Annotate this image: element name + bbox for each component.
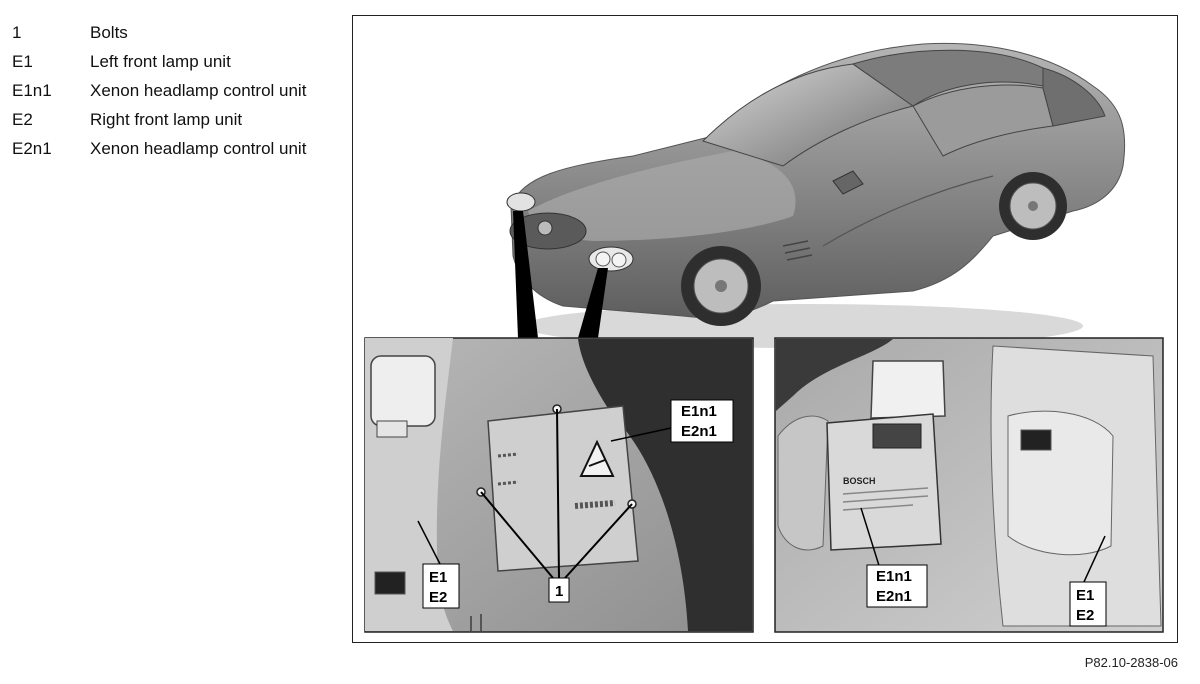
callout-lamp-top-right: E1 [1076, 587, 1094, 604]
figure-frame: E1n1 E2n1 E1 E2 1 BOSCH [352, 15, 1178, 643]
lamp-leader-left [417, 520, 441, 565]
warning-triangle-icon [579, 439, 615, 477]
callout-control-unit-bottom-right: E2n1 [876, 588, 912, 605]
car-hood [528, 151, 796, 241]
car-emblem [537, 220, 553, 236]
legend-row: E1n1 Xenon headlamp control unit [12, 76, 306, 105]
figure-reference-code: P82.10-2838-06 [1084, 655, 1178, 670]
legend-code: E2 [12, 109, 33, 129]
car-mirror [832, 170, 864, 195]
car-rear-window [1042, 67, 1106, 127]
callout-bolts: 1 [555, 583, 563, 600]
brand-label: BOSCH [843, 476, 876, 486]
car-rear-wheel [999, 172, 1067, 240]
legend-description: Xenon headlamp control unit [90, 80, 307, 100]
car-side-vent [782, 240, 813, 261]
legend-description: Right front lamp unit [90, 109, 243, 129]
callout-lamp-top-left: E1 [429, 569, 447, 586]
legend-code: 1 [12, 22, 22, 42]
figure-illustration: E1n1 E2n1 E1 E2 1 BOSCH [364, 42, 1164, 633]
pointer-wedge-left [513, 211, 538, 338]
pointer-wedge-right [578, 268, 608, 338]
legend-code: E1 [12, 51, 33, 71]
legend-description: Xenon headlamp control unit [90, 138, 307, 158]
label-box-control-unit-left [670, 399, 734, 443]
label-box-bolts [548, 577, 570, 603]
legend-row: E2n1 Xenon headlamp control unit [12, 134, 306, 163]
label-box-lamp-left [422, 563, 460, 609]
callout-lamp-bottom-right: E2 [1076, 607, 1094, 624]
legend-row: E1 Left front lamp unit [12, 47, 306, 76]
car-headlamp-right-lens [611, 252, 627, 268]
callout-control-unit-top-left: E1n1 [681, 403, 717, 420]
control-unit-leader-right [860, 507, 882, 573]
callout-lamp-bottom-left: E2 [429, 589, 447, 606]
car-illustration [506, 42, 1126, 348]
car-headlamp-right-lens [595, 251, 611, 267]
label-box-lamp-right [1069, 581, 1107, 627]
legend-description: Left front lamp unit [90, 51, 231, 71]
callout-control-unit-top-right: E1n1 [876, 568, 912, 585]
legend: 1 Bolts E1 Left front lamp unit E1n1 Xen… [12, 18, 306, 163]
control-unit-right: BOSCH [826, 413, 942, 551]
car-front-wheel [681, 246, 761, 326]
bolt-leader-lines [480, 408, 633, 579]
legend-description: Bolts [90, 22, 128, 42]
legend-row: 1 Bolts [12, 18, 306, 47]
control-unit-left [487, 405, 639, 572]
lamp-leader-right [1082, 535, 1106, 585]
car-shadow [523, 304, 1083, 348]
control-unit-leader-left [610, 427, 672, 442]
callout-control-unit-bottom-left: E2n1 [681, 423, 717, 440]
legend-code: E1n1 [12, 80, 52, 100]
legend-code: E2n1 [12, 138, 52, 158]
label-box-control-unit-right [866, 564, 928, 608]
car-door-line [822, 175, 994, 247]
car-headlamp-left [506, 192, 536, 212]
legend-row: E2 Right front lamp unit [12, 105, 306, 134]
